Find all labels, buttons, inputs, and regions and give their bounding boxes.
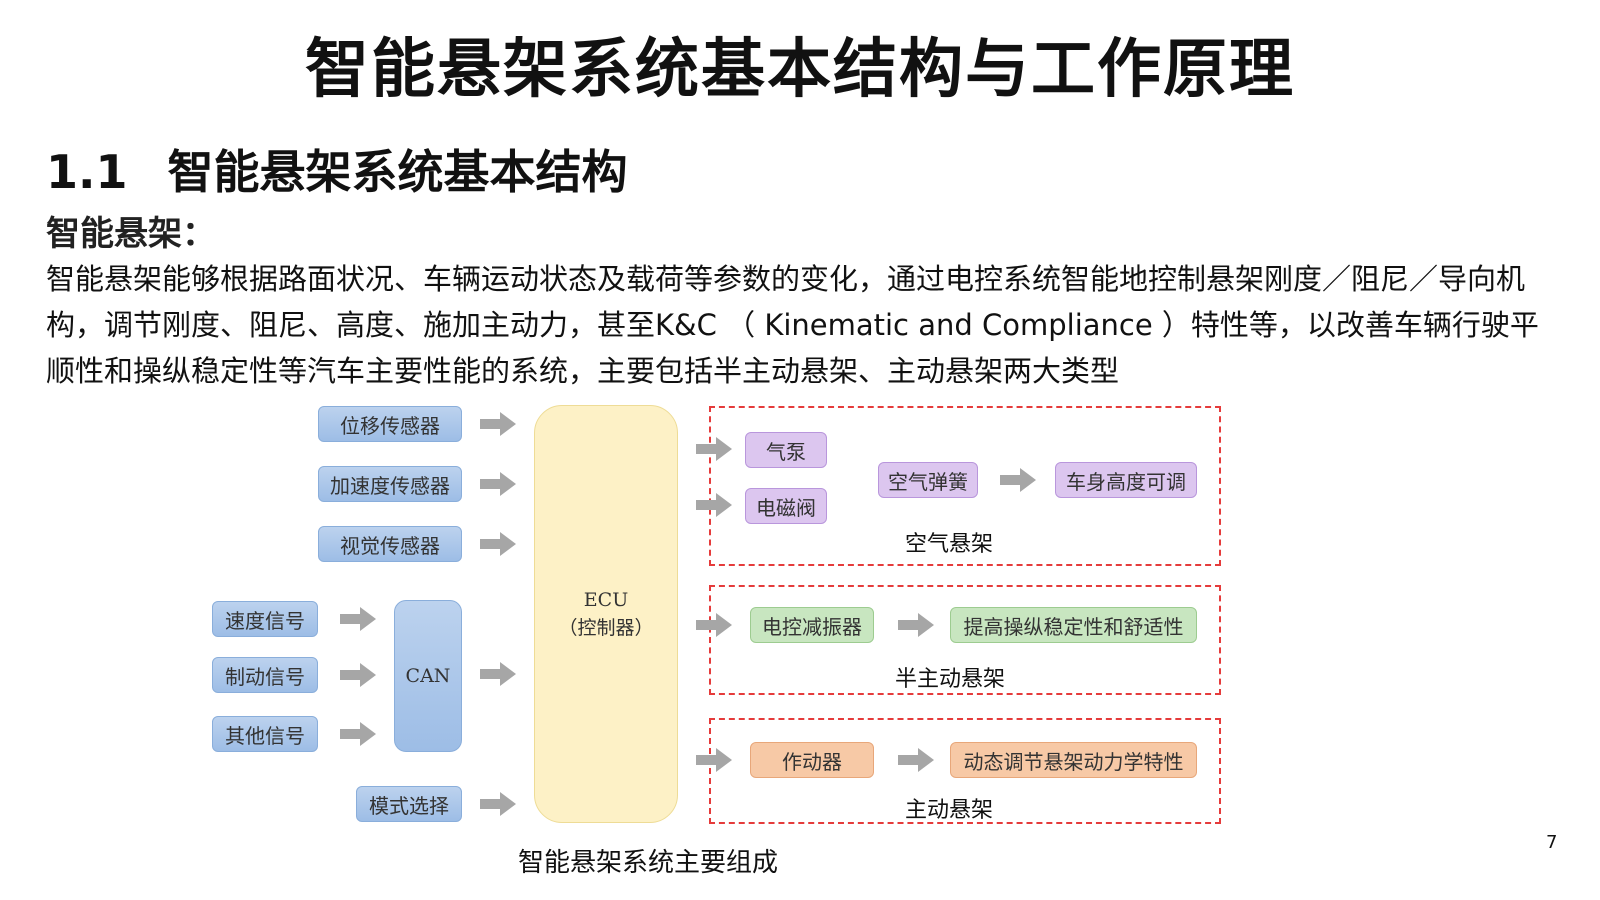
acceleration-sensor-node: 加速度传感器	[318, 466, 462, 502]
arrow-right-icon	[480, 792, 516, 816]
ecu-label: ECU	[583, 589, 629, 611]
vision-sensor-node: 视觉传感器	[318, 526, 462, 562]
air-suspension-group	[709, 406, 1221, 566]
page-number: 7	[1546, 832, 1558, 853]
arrow-right-icon	[480, 662, 516, 686]
semi-active-label: 半主动悬架	[895, 667, 1006, 692]
arrow-right-icon	[1000, 468, 1036, 492]
displacement-sensor-node: 位移传感器	[318, 406, 462, 442]
arrow-right-icon	[696, 748, 732, 772]
dynamics-adjust-node: 动态调节悬架动力学特性	[950, 742, 1197, 778]
ecu-controller-node: ECU （控制器）	[534, 405, 678, 823]
body-height-node: 车身高度可调	[1055, 462, 1197, 498]
diagram-caption: 智能悬架系统主要组成	[518, 848, 779, 878]
arrow-right-icon	[696, 613, 732, 637]
air-pump-node: 气泵	[745, 432, 827, 468]
arrow-right-icon	[340, 607, 376, 631]
definition-paragraph: 智能悬架能够根据路面状况、车辆运动状态及载荷等参数的变化，通过电控系统智能地控制…	[46, 262, 1539, 388]
section-number: 1.1	[46, 145, 128, 199]
other-signal-node: 其他信号	[212, 716, 318, 752]
section-heading: 1.1 智能悬架系统基本结构	[46, 136, 628, 202]
active-suspension-group	[709, 718, 1221, 824]
arrow-right-icon	[480, 412, 516, 436]
can-bus-node: CAN	[394, 600, 462, 752]
air-spring-node: 空气弹簧	[878, 462, 978, 498]
arrow-right-icon	[898, 748, 934, 772]
actuator-node: 作动器	[750, 742, 874, 778]
arrow-right-icon	[340, 722, 376, 746]
arrow-right-icon	[696, 493, 732, 517]
section-title-text: 智能悬架系统基本结构	[167, 145, 628, 199]
ecu-sublabel: （控制器）	[558, 617, 654, 639]
arrow-right-icon	[480, 472, 516, 496]
page-title: 智能悬架系统基本结构与工作原理	[305, 33, 1295, 107]
solenoid-valve-node: 电磁阀	[745, 488, 827, 524]
speed-signal-node: 速度信号	[212, 601, 318, 637]
definition-label: 智能悬架：	[46, 214, 216, 254]
electronic-damper-node: 电控减振器	[750, 607, 874, 643]
mode-select-node: 模式选择	[356, 786, 462, 822]
active-suspension-label: 主动悬架	[905, 798, 994, 823]
arrow-right-icon	[340, 663, 376, 687]
stability-comfort-node: 提高操纵稳定性和舒适性	[950, 607, 1197, 643]
arrow-right-icon	[696, 437, 732, 461]
air-suspension-label: 空气悬架	[905, 532, 994, 557]
arrow-right-icon	[480, 532, 516, 556]
semi-active-suspension-group	[709, 585, 1221, 695]
arrow-right-icon	[898, 613, 934, 637]
brake-signal-node: 制动信号	[212, 657, 318, 693]
